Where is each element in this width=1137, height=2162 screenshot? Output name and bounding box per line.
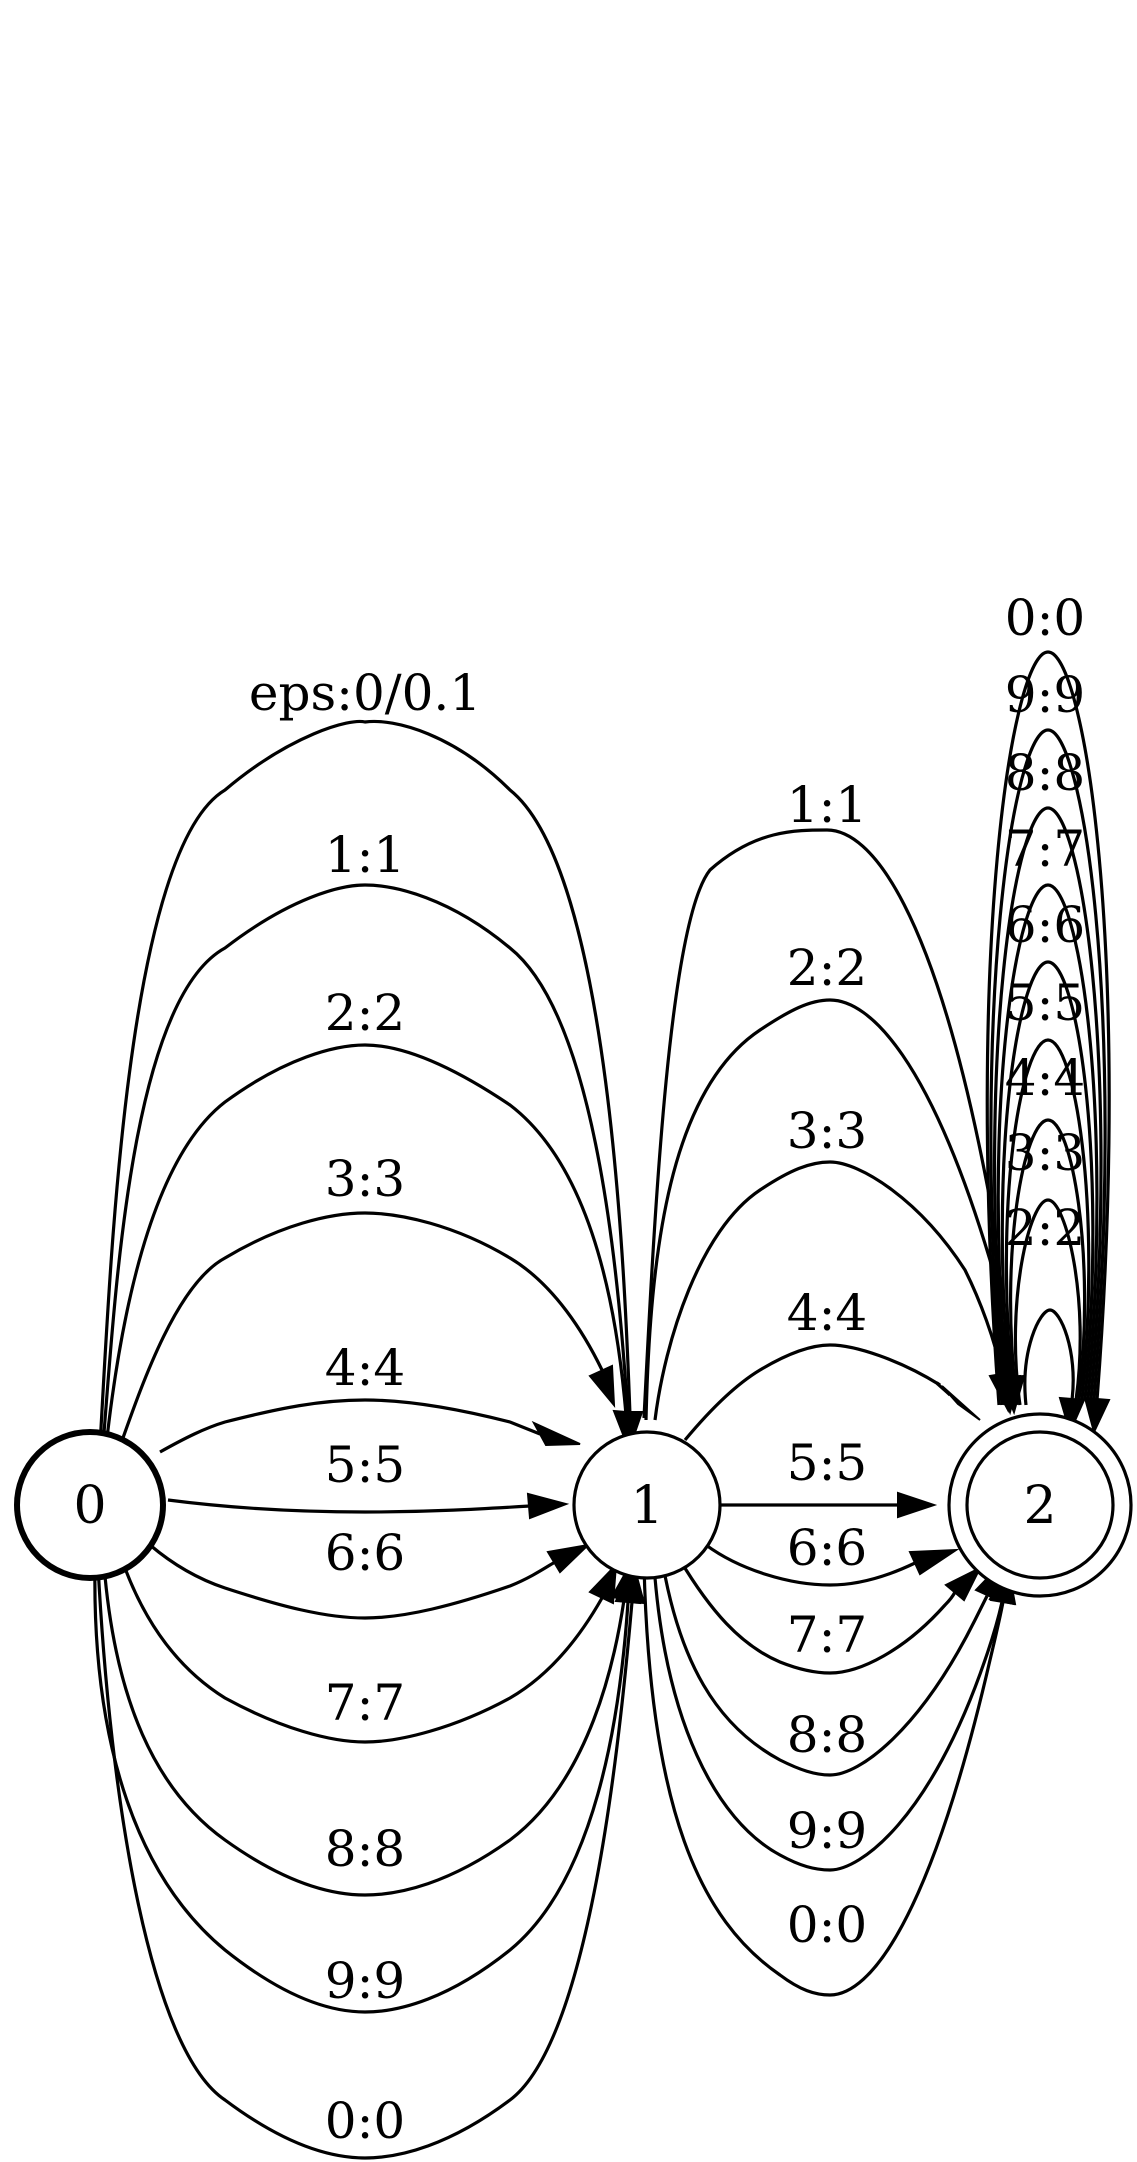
state-2[interactable]: 2	[947, 1412, 1133, 1598]
edge-label-0-1-5: 5:5	[325, 1436, 405, 1494]
loop-label-2-4: 4:4	[1005, 1049, 1085, 1107]
edges-1-to-2: 1:1 2:2 3:3 4:4 5:5 6:6	[642, 776, 1026, 1997]
state-0-label: 0	[73, 1476, 106, 1536]
edge-label-0-1-2: 2:2	[325, 984, 405, 1042]
edge-label-1-2-0: 0:0	[787, 1896, 867, 1954]
edge-1-2-5: 5:5	[718, 1434, 938, 1519]
edge-label-1-2-6: 6:6	[787, 1519, 867, 1577]
edge-label-0-1-4: 4:4	[325, 1339, 405, 1397]
edge-label-1-2-5: 5:5	[787, 1434, 867, 1492]
self-loops-2: 2:2 3:3 4:4 5:5 6:6 7:7 8:8 9:9	[985, 589, 1111, 1435]
edge-label-1-2-3: 3:3	[787, 1102, 867, 1160]
loop-label-2-5: 5:5	[1005, 974, 1085, 1032]
edge-1-2-9: 9:9	[652, 1562, 1016, 1872]
edge-1-2-4: 4:4	[683, 1284, 981, 1442]
edge-1-2-7: 7:7	[678, 1559, 983, 1675]
edge-0-1-4: 4:4	[159, 1339, 581, 1454]
edge-1-2-0: 0:0	[642, 1562, 1017, 1997]
edge-label-0-1-eps: eps:0/0.1	[249, 664, 481, 722]
loop-2-0: 0:0	[985, 589, 1111, 1435]
edge-1-2-3: 3:3	[653, 1102, 1016, 1421]
loop-label-2-6: 6:6	[1005, 896, 1085, 954]
state-2-label: 2	[1023, 1476, 1056, 1536]
edge-1-2-6: 6:6	[705, 1519, 960, 1587]
edge-label-0-1-3: 3:3	[325, 1150, 405, 1208]
loop-2-4: 4:4	[1005, 1049, 1087, 1406]
state-0[interactable]: 0	[14, 1429, 166, 1581]
edge-label-0-1-7: 7:7	[325, 1674, 405, 1732]
loop-2-5: 5:5	[1005, 974, 1091, 1406]
edge-0-1-eps: eps:0/0.1	[98, 664, 644, 1451]
edge-label-1-2-1: 1:1	[787, 776, 867, 834]
state-0-circle	[14, 1429, 166, 1581]
edge-0-1-6: 6:6	[148, 1524, 592, 1620]
edge-0-1-7: 7:7	[120, 1559, 618, 1744]
edge-label-1-2-2: 2:2	[787, 939, 867, 997]
edge-0-1-0: 0:0	[96, 1562, 646, 2160]
edge-label-0-1-9: 9:9	[325, 1952, 405, 2010]
edge-label-1-2-9: 9:9	[787, 1802, 867, 1860]
edge-label-0-1-8: 8:8	[325, 1820, 405, 1878]
edge-0-1-2: 2:2	[104, 984, 640, 1451]
state-1-label: 1	[630, 1476, 663, 1536]
edge-0-1-8: 8:8	[102, 1562, 638, 1897]
edge-label-0-1-0: 0:0	[325, 2092, 405, 2150]
loop-label-2-0: 0:0	[1005, 589, 1085, 647]
edges-0-to-1: eps:0/0.1 1:1 2:2 3:3 4:4 5:5	[93, 664, 646, 2160]
state-2-inner-circle	[965, 1430, 1115, 1580]
edge-0-1-5: 5:5	[167, 1436, 570, 1520]
edge-1-2-2: 2:2	[644, 939, 1022, 1421]
edge-label-1-2-8: 8:8	[787, 1706, 867, 1764]
edge-label-1-2-4: 4:4	[787, 1284, 867, 1342]
edge-0-1-3: 3:3	[116, 1150, 616, 1453]
state-1[interactable]: 1	[572, 1430, 722, 1580]
edge-label-0-1-1: 1:1	[325, 826, 405, 884]
edge-label-0-1-6: 6:6	[325, 1524, 405, 1582]
state-1-circle	[572, 1430, 722, 1580]
edge-label-1-2-7: 7:7	[787, 1606, 867, 1664]
